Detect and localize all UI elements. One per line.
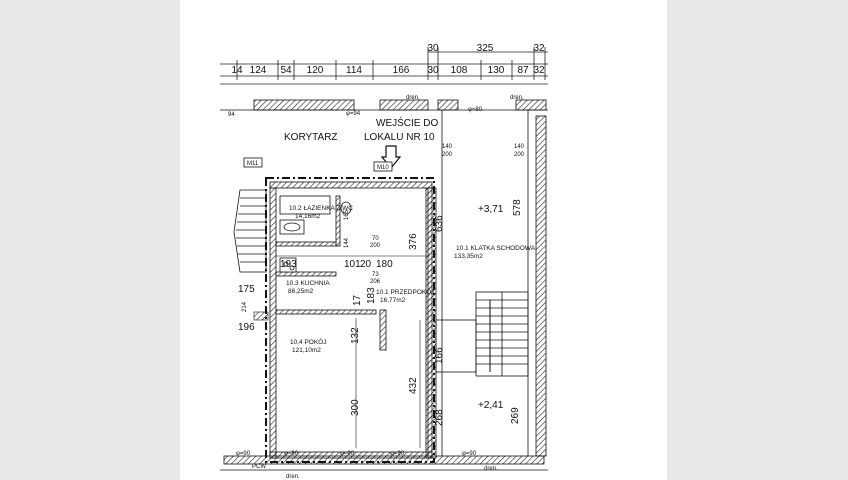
- dim-200b: 200: [514, 152, 525, 158]
- room-living-name: 10.4 POKÓJ: [290, 337, 327, 346]
- room-bath-name: 10.2 ŁAZIENKA Z WC: [289, 205, 353, 212]
- top-dim-120: 120: [307, 65, 324, 76]
- dim-300: 300: [350, 399, 361, 416]
- window-phi-90-b: φ=90: [284, 451, 299, 457]
- room-kitchen-name: 10.3 KUCHNIA: [286, 280, 330, 287]
- dim-193: 193: [280, 259, 297, 270]
- top-dimension-lines: [220, 51, 548, 85]
- dim-200c: 200: [370, 243, 381, 249]
- room-hall-area: 16,77m2: [380, 297, 406, 304]
- dim-432: 432: [408, 377, 419, 394]
- top-dim-14: 14: [231, 65, 243, 76]
- dim-140a: 140: [442, 144, 453, 150]
- entrance-label-line2: LOKALU NR 10: [364, 132, 435, 143]
- drawing-sheet: 30 325 32 14 124 54 120 114 166 30 108 1…: [180, 0, 667, 480]
- dim-180: 180: [376, 259, 393, 270]
- left-stair: [233, 189, 267, 273]
- room-living-area: 121,10m2: [292, 347, 321, 354]
- dim-73: 73: [372, 272, 379, 278]
- top-dim-30b: 30: [427, 65, 439, 76]
- room-stair-name: 10.1 KLATKA SCHODOWA: [456, 245, 536, 252]
- drain-label-top: dren.: [406, 95, 420, 101]
- window-phi-94: φ=94: [346, 111, 361, 117]
- window-phi-80: φ=80: [468, 107, 483, 113]
- dim-268: 268: [434, 409, 445, 426]
- floor-plan: 30 325 32 14 124 54 120 114 166 30 108 1…: [220, 43, 548, 480]
- dim-636: 636: [434, 215, 445, 232]
- dim-196: 196: [238, 322, 255, 333]
- dim-70: 70: [372, 236, 379, 242]
- drain-label-top2: dren.: [510, 95, 524, 101]
- top-dim-114: 114: [346, 65, 362, 76]
- dim-20: 20: [360, 259, 372, 270]
- top-dim-87: 87: [517, 65, 529, 76]
- elevation-upper: +3,71: [478, 204, 504, 215]
- window-phi-90-d: φ=90: [390, 451, 405, 457]
- dim-183: 183: [366, 287, 377, 304]
- top-dim-124: 124: [250, 65, 267, 76]
- window-mark-94: 94: [228, 112, 235, 118]
- dim-140b: 140: [514, 144, 525, 150]
- dim-200a: 200: [442, 152, 453, 158]
- drain-label-bottom2: dren.: [484, 466, 498, 472]
- window-phi-90-c: φ=90: [340, 451, 355, 457]
- room-kitchen-area: 86,25m2: [288, 288, 314, 295]
- interior-dim-lines: [276, 255, 430, 448]
- dim-101: 101: [344, 259, 361, 270]
- m10-label: M10: [377, 165, 389, 171]
- top-dim-54: 54: [280, 65, 292, 76]
- room-hall-name: 10.1 PRZEDPOKÓJ: [376, 287, 435, 296]
- room-bath-area: 14,16m2: [295, 213, 321, 220]
- dim-269: 269: [510, 407, 521, 424]
- top-dimension-ticks: [236, 47, 546, 80]
- dim-144: 144: [344, 237, 350, 248]
- bathroom-fixtures: [279, 195, 352, 273]
- window-phi-90-e: φ=90: [462, 451, 477, 457]
- room-stair-area: 133,35m2: [454, 253, 483, 260]
- top-dim-32: 32: [533, 43, 545, 54]
- entrance-arrow: [380, 145, 402, 169]
- corridor-label: KORYTARZ: [284, 132, 338, 143]
- bottom-wall: [220, 455, 548, 471]
- dim-214: 214: [242, 301, 248, 312]
- left-wall-stub: [253, 311, 269, 321]
- top-dim-32b: 32: [533, 65, 545, 76]
- dim-17: 17: [352, 294, 363, 306]
- dim-165: 165: [344, 209, 350, 220]
- elevation-lower: +2,41: [478, 400, 504, 411]
- pcw-label: PCW: [252, 464, 266, 470]
- top-dim-325: 325: [477, 43, 494, 54]
- top-dim-108: 108: [451, 65, 468, 76]
- m11-label: M11: [247, 161, 259, 167]
- dim-578: 578: [512, 199, 523, 216]
- entrance-label-line1: WEJŚCIE DO: [376, 116, 438, 129]
- drain-label-bottom: dren.: [286, 474, 300, 480]
- top-dim-30: 30: [427, 43, 439, 54]
- dim-166: 166: [434, 347, 445, 364]
- m11-tag: [243, 157, 263, 168]
- m10-tag: [373, 161, 393, 172]
- dim-376: 376: [408, 233, 419, 250]
- top-dim-130: 130: [488, 65, 505, 76]
- dim-175: 175: [238, 284, 255, 295]
- window-phi-90-a: φ=90: [236, 451, 251, 457]
- dim-206: 206: [370, 279, 381, 285]
- stair-flight: [435, 291, 529, 377]
- dim-132: 132: [350, 327, 361, 344]
- top-wall: [220, 99, 548, 111]
- top-dim-166: 166: [393, 65, 410, 76]
